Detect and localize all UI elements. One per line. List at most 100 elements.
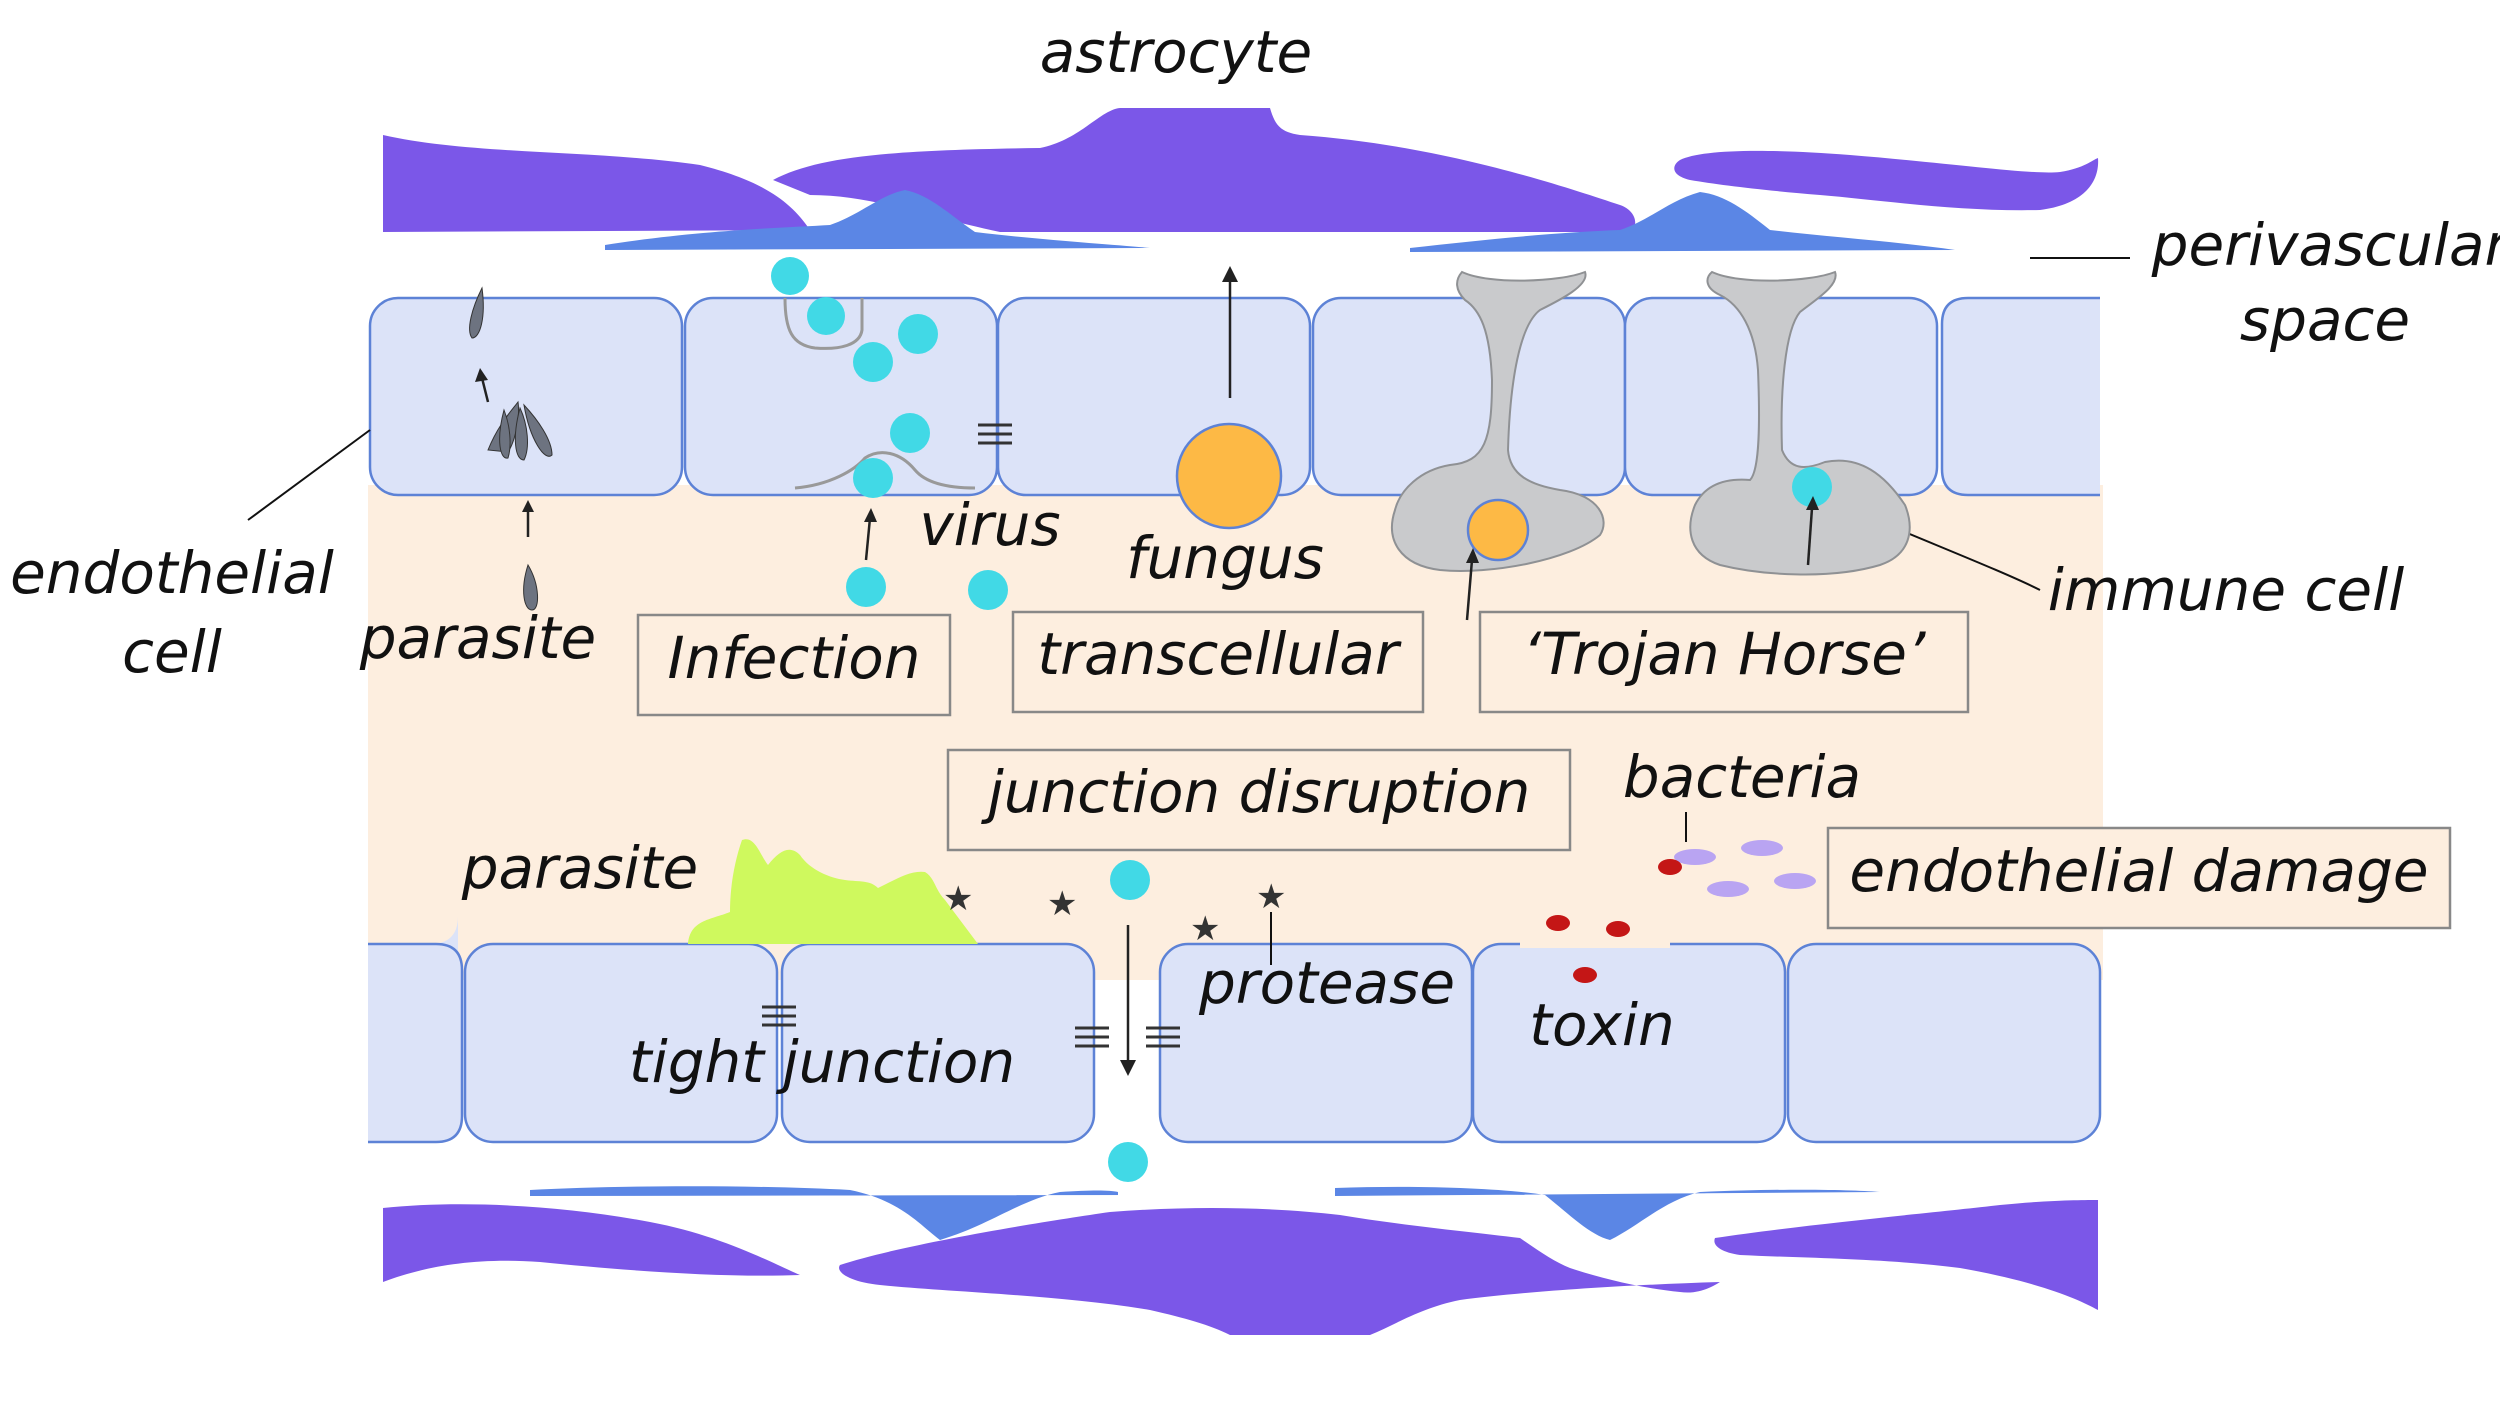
trojan-arrow xyxy=(1806,507,1814,566)
bacterium xyxy=(1707,881,1749,897)
astrocyte-endfoot-bottom-left xyxy=(530,1186,1118,1240)
toxin-particle xyxy=(1573,967,1597,983)
tight-junction-marker xyxy=(1146,1026,1180,1048)
label-perivascular: perivascular xyxy=(2151,211,2500,279)
astrocyte-bottom-right-process xyxy=(1714,1200,2098,1310)
label-cell: cell xyxy=(122,618,222,686)
tight-junction-marker xyxy=(762,1005,796,1027)
immune-cell-left-group xyxy=(1391,270,1605,621)
astrocyte-bottom xyxy=(383,1186,2098,1335)
protease-star-icon: ★ xyxy=(1047,884,1077,924)
astrocyte-endfoot-top-left xyxy=(605,190,1150,250)
toxin-particle xyxy=(1658,859,1682,875)
endothelial-cell xyxy=(368,296,684,497)
arrowhead xyxy=(1806,496,1819,510)
astrocyte-top-body xyxy=(773,108,1636,232)
endothelial-cell-partial xyxy=(1940,296,2100,497)
fungus-cell xyxy=(1175,422,1283,530)
mechanism-box-infection xyxy=(636,613,952,717)
mechanism-trojan-horse: ‘Trojan Horse’ xyxy=(1523,620,1926,688)
label-endothelial: endothelial xyxy=(10,539,334,607)
label-tight-junction: tight junction xyxy=(629,1028,1015,1096)
label-toxin: toxin xyxy=(1529,991,1674,1059)
immune-cell-right-group xyxy=(1689,270,1911,576)
virus-particle xyxy=(898,314,938,354)
astrocyte-top-right-process xyxy=(1674,150,2099,211)
fungus-transcellular-group xyxy=(1175,266,1283,530)
parasite-icon xyxy=(523,563,538,611)
virus-particle xyxy=(853,458,893,498)
mechanism-infection: Infection xyxy=(668,624,921,692)
bacterium xyxy=(1774,873,1816,889)
arrowhead xyxy=(1120,1060,1136,1076)
mechanism-box-junction-disruption xyxy=(946,748,1572,852)
astrocyte-endfoot-top-right xyxy=(1410,192,1955,252)
label-fungus: fungus xyxy=(1126,524,1324,592)
virus-in-immune xyxy=(1792,467,1832,507)
immune-cell xyxy=(1689,270,1911,576)
virus-particle xyxy=(968,570,1008,610)
endothelial-cell xyxy=(1786,942,2102,1144)
parasite-icon xyxy=(499,408,511,459)
label-parasite-top: parasite xyxy=(359,604,597,672)
virus-particle xyxy=(1110,860,1150,900)
bacterium xyxy=(1674,849,1716,865)
parasite-green-icon xyxy=(688,839,978,944)
label-parasite-bottom: parasite xyxy=(461,834,699,902)
astrocyte-top-left-process xyxy=(383,135,810,232)
arrowhead xyxy=(1222,266,1238,282)
parasite-icon xyxy=(469,286,484,339)
protease-star-icon: ★ xyxy=(943,879,973,919)
label-immune-cell: immune cell xyxy=(2048,556,2405,624)
virus-particle xyxy=(771,257,809,295)
virus-particle xyxy=(890,413,930,453)
trojan-arrow xyxy=(1465,559,1474,621)
endothelial-cell-leader xyxy=(247,429,371,521)
astrocyte-endfoot-bottom-right xyxy=(1335,1186,1880,1240)
label-protease: protease xyxy=(1198,949,1455,1017)
astrocyte-bottom-left-process xyxy=(383,1204,800,1282)
arrowhead xyxy=(864,508,877,522)
parasite-icon xyxy=(523,403,553,457)
label-bacteria: bacteria xyxy=(1623,743,1861,811)
arrowhead xyxy=(1466,548,1479,563)
mechanism-box-endothelial-damage xyxy=(1826,826,2452,930)
virus-entry-arrow xyxy=(864,517,872,561)
tight-junction-marker xyxy=(1075,1026,1109,1048)
virus-particle xyxy=(853,342,893,382)
parasite-icon xyxy=(514,406,528,461)
label-space: space xyxy=(2240,286,2410,354)
membrane-fold-top xyxy=(783,297,864,350)
virus-particle xyxy=(807,297,845,335)
endothelial-cell xyxy=(463,942,779,1144)
immune-cell xyxy=(1391,270,1605,572)
membrane-fold-bottom xyxy=(794,451,976,490)
bacterium xyxy=(1741,840,1783,856)
mechanism-junction-disruption: junction disruption xyxy=(981,758,1531,826)
mechanism-box-transcellular xyxy=(1011,610,1425,714)
endothelial-row-bottom xyxy=(368,916,2102,1144)
arrowhead xyxy=(522,500,534,512)
toxin-particle xyxy=(1606,921,1630,937)
parasite-move-arrow xyxy=(480,377,490,403)
protease-stars: ★ ★ ★ ★ xyxy=(943,877,1286,949)
endothelial-cell-partial-edge xyxy=(368,942,464,1144)
protease-star-icon: ★ xyxy=(1190,909,1220,949)
protease-star-icon: ★ xyxy=(1256,877,1286,917)
mechanism-transcellular: transcellular xyxy=(1037,620,1401,688)
tight-junction-marker xyxy=(978,423,1012,445)
toxin-particle xyxy=(1546,915,1570,931)
endothelial-damage-gap xyxy=(1520,938,1670,948)
virus-particle xyxy=(846,567,886,607)
virus-infection-group xyxy=(771,257,1008,610)
mechanism-endothelial-damage: endothelial damage xyxy=(1849,837,2428,905)
astrocyte-top xyxy=(383,108,2099,252)
label-astrocyte: astrocyte xyxy=(1040,18,1312,86)
arrowhead xyxy=(475,368,488,382)
mechanism-box-trojan-horse xyxy=(1478,610,1970,714)
parasite-top-group xyxy=(469,286,553,611)
junction-disruption-group xyxy=(1108,860,1150,1182)
virus-particle xyxy=(1108,1142,1148,1182)
bacteria-group xyxy=(1546,840,1816,983)
